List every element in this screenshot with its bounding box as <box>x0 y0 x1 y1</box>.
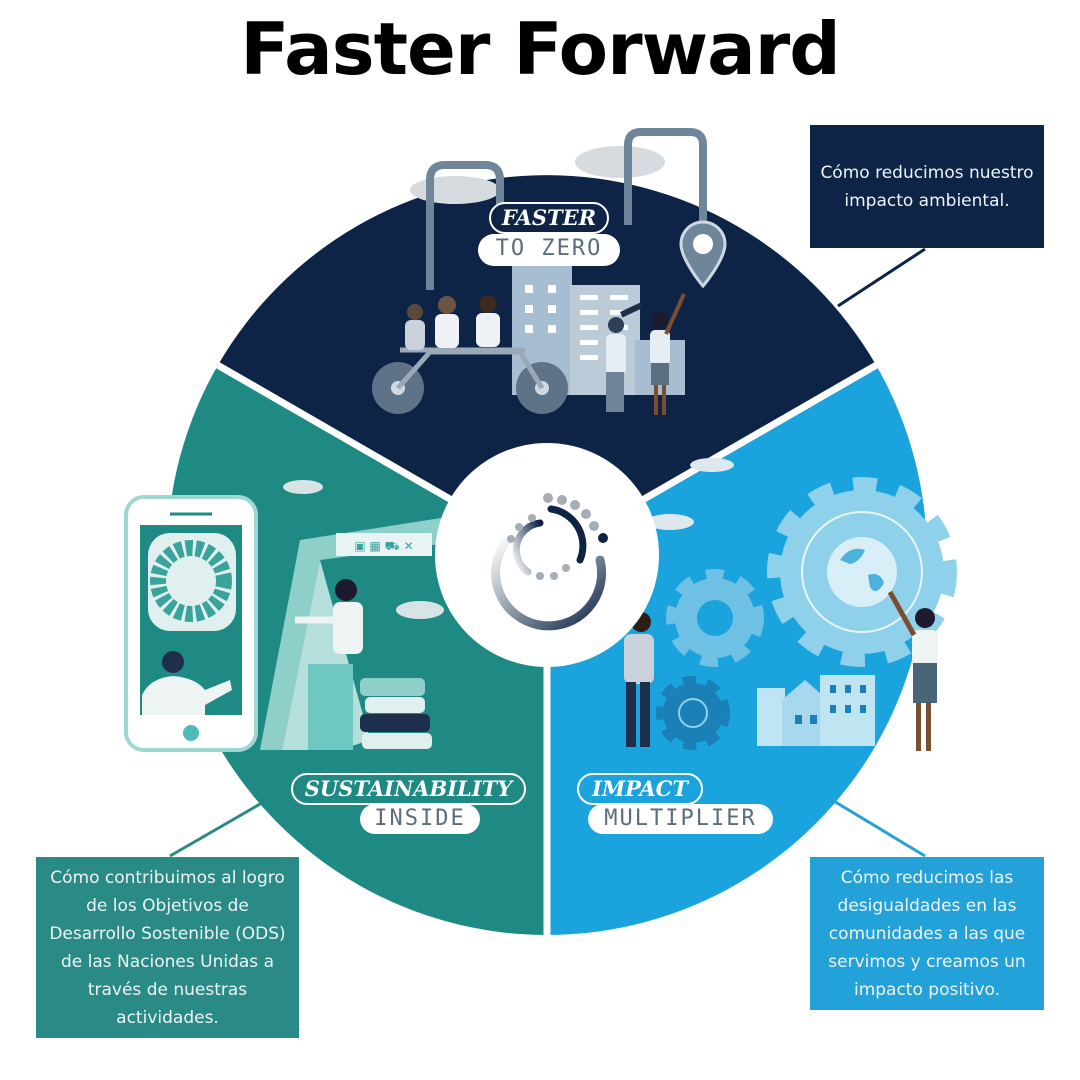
buildings <box>757 675 875 746</box>
letter-k-shape <box>260 515 470 750</box>
person-with-telescope <box>606 302 643 412</box>
page-title: Faster Forward <box>240 7 841 91</box>
medium-gear-icon <box>666 569 764 667</box>
badge-sustainability: SUSTAINABILITY <box>291 773 526 805</box>
book-stack <box>360 678 432 749</box>
illustration-impact-multiplier <box>624 458 957 751</box>
svg-text:▣ ▦ ⛟ ✕: ▣ ▦ ⛟ ✕ <box>354 539 413 553</box>
callout-sdg-contribution: Cómo contribuimos al logro de los Objeti… <box>36 857 299 1038</box>
connector-blue <box>831 798 926 858</box>
badge-impact: IMPACT <box>577 773 703 805</box>
callout-environmental-impact-text: Cómo reducimos nuestro impacto ambiental… <box>820 162 1034 211</box>
connector-teal <box>169 798 268 858</box>
person-pointing <box>650 293 686 415</box>
badge-to-zero: TO ZERO <box>478 234 620 266</box>
badge-inside: INSIDE <box>360 804 480 834</box>
callout-community-impact: Cómo reducimos las desigualdades en las … <box>810 857 1044 1010</box>
podium <box>308 664 353 750</box>
illustration-faster-to-zero <box>372 128 727 415</box>
globe-icon <box>827 537 897 607</box>
presenter <box>295 579 363 654</box>
large-gear-icon <box>767 477 957 667</box>
center-logo <box>435 443 659 667</box>
small-gear-icon <box>656 676 730 750</box>
sdg-wheel-icon <box>150 540 232 622</box>
badge-multiplier: MULTIPLIER <box>588 804 773 834</box>
location-pin-icon <box>679 220 727 289</box>
tandem-bike <box>372 295 568 414</box>
callout-sdg-contribution-text: Cómo contribuimos al logro de los Objeti… <box>49 867 286 1028</box>
connector-navy <box>837 247 926 308</box>
sign-board: ▣ ▦ ⛟ ✕ <box>336 533 432 556</box>
illustration-sustainability-inside: ▣ ▦ ⛟ ✕ <box>124 480 470 752</box>
smartphone <box>124 495 258 752</box>
callout-environmental-impact: Cómo reducimos nuestro impacto ambiental… <box>810 125 1044 248</box>
callout-community-impact-text: Cómo reducimos las desigualdades en las … <box>828 867 1026 1000</box>
badge-faster: FASTER <box>489 202 609 234</box>
woman-touching-globe <box>887 590 938 751</box>
